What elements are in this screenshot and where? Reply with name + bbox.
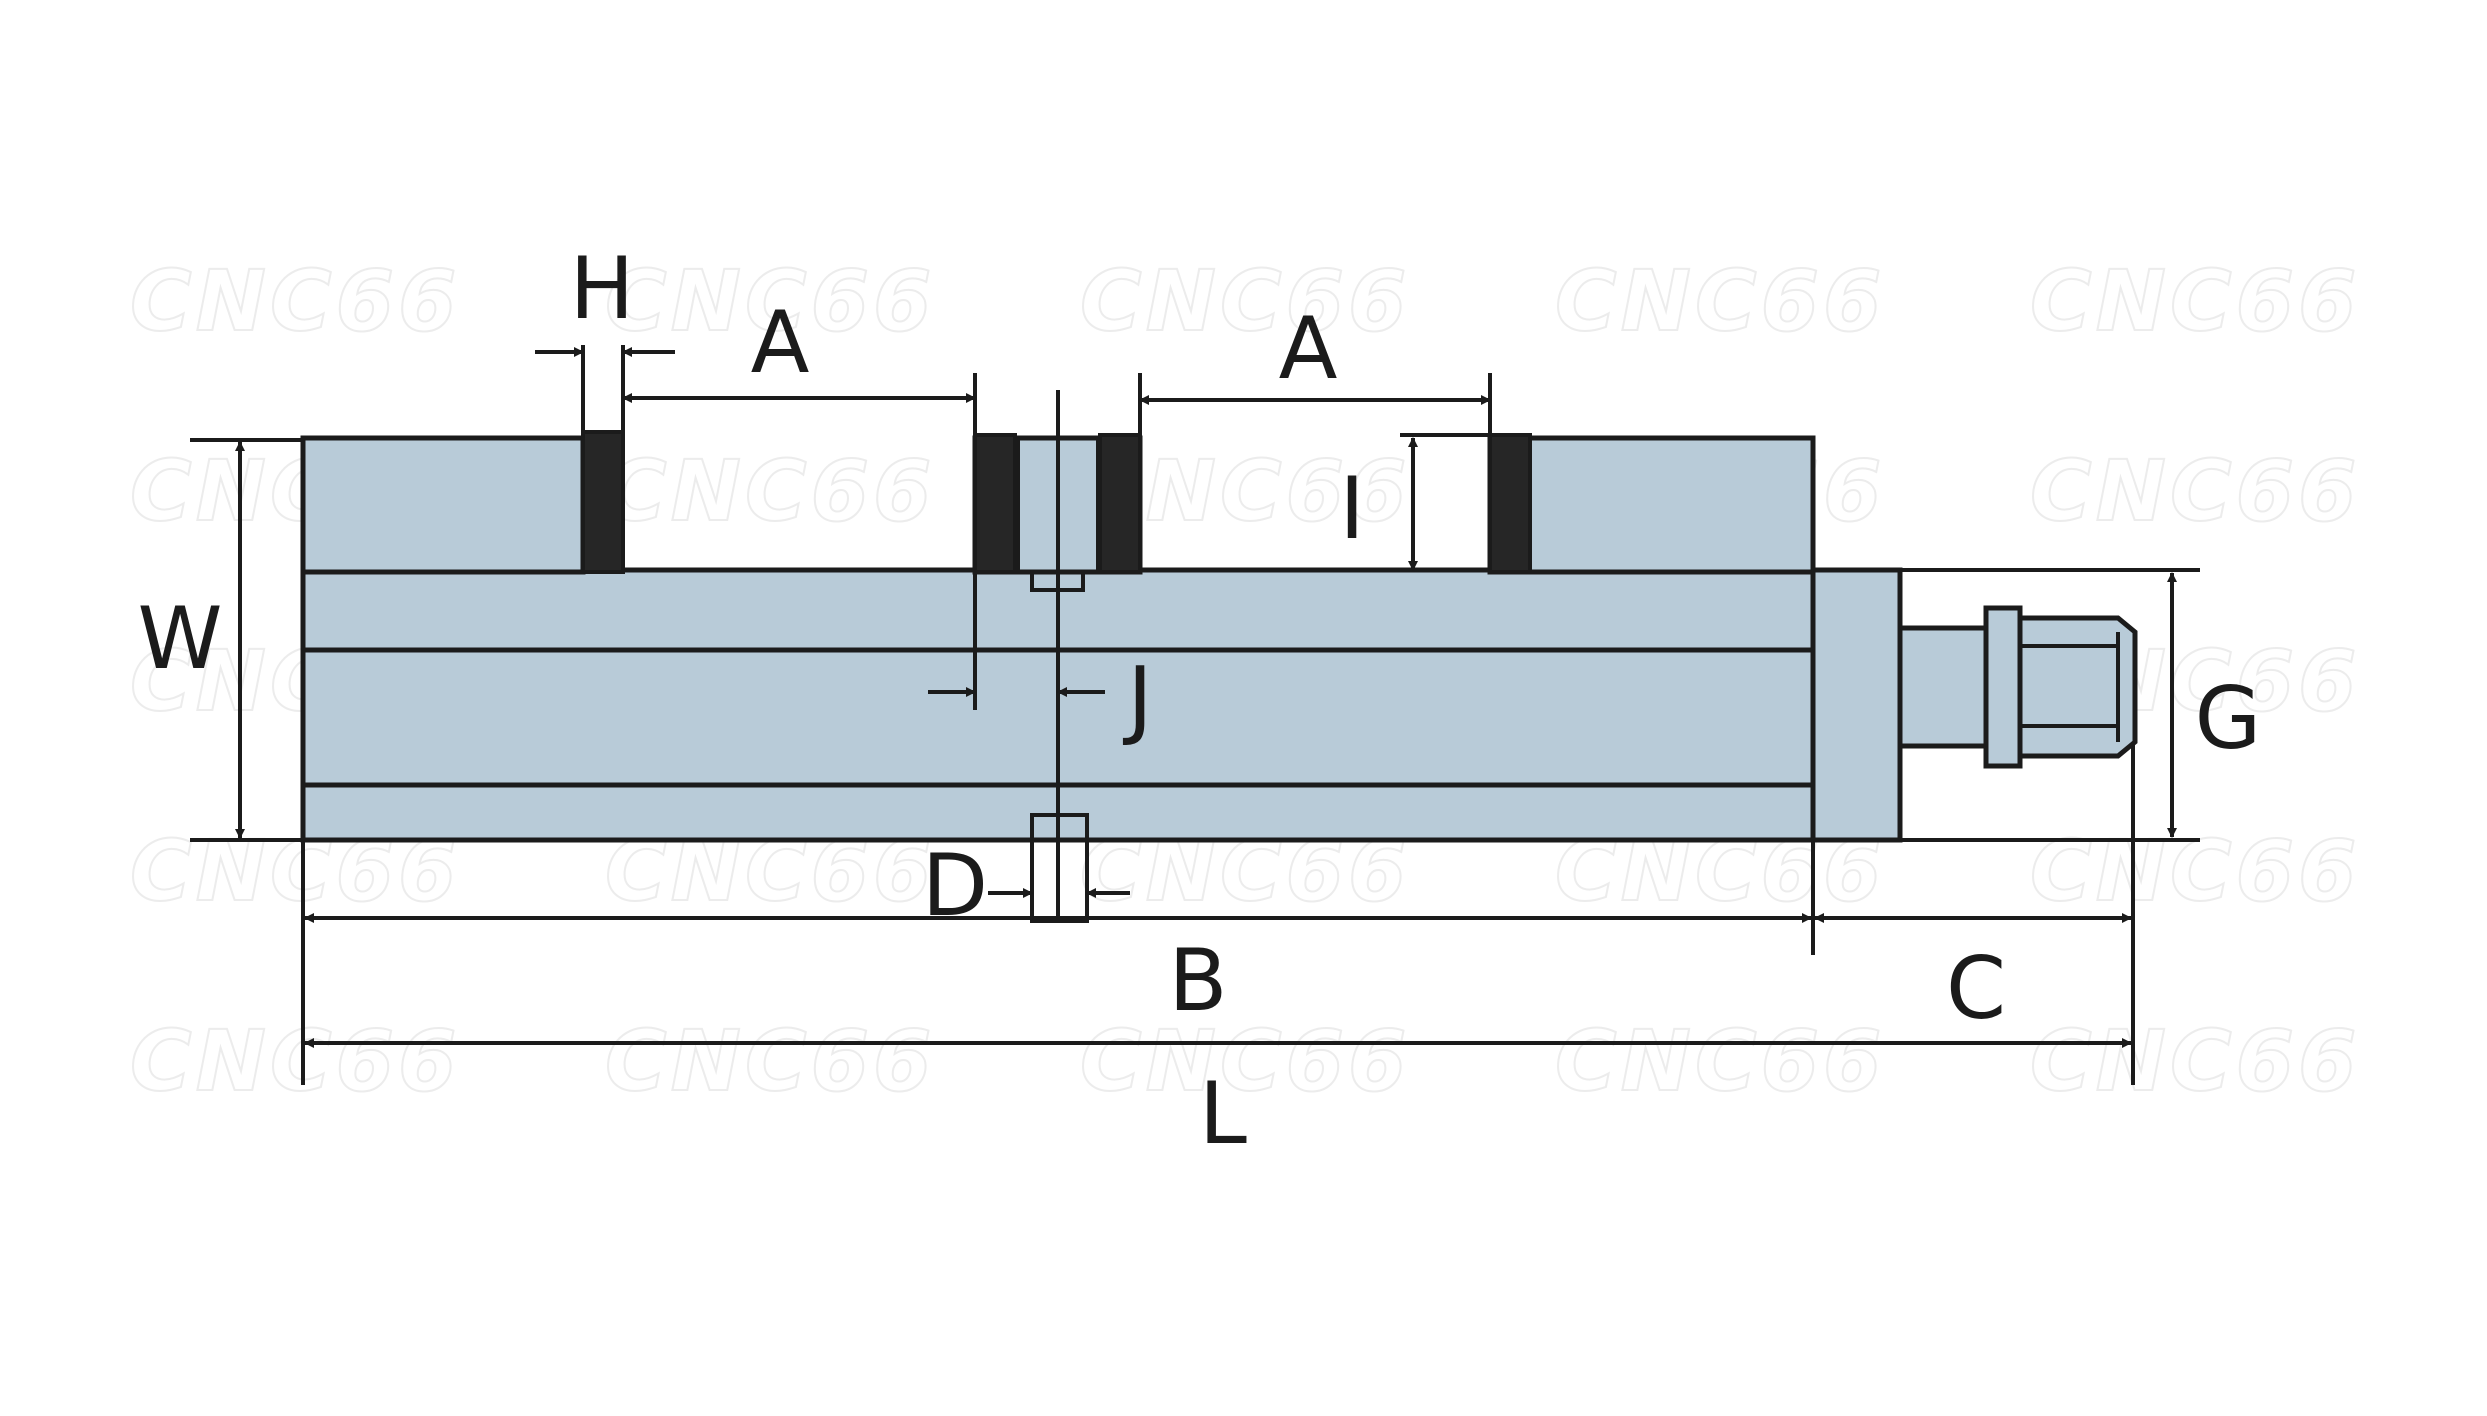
watermark-text: CNC66 [1555,252,1886,350]
spindle-housing [1810,567,1903,843]
label-w: W [137,589,222,689]
movable-jaw-block [1487,435,1816,575]
spindle-collar [1983,605,2023,769]
watermark-text: CNC66 [130,252,461,350]
watermark-text: CNC66 [1555,1012,1886,1110]
watermark-text: CNC66 [2030,252,2361,350]
label-a-right: A [1279,299,1338,399]
label-b: B [1169,931,1228,1031]
label-j: J [1122,649,1152,749]
spindle-shaft [1897,625,1991,749]
watermark-text: CNC66 [605,252,936,350]
watermark-text: CNC66 [130,1012,461,1110]
watermark-text: CNC66 [605,1012,936,1110]
watermark-text: CNC66 [605,442,936,540]
label-d: D [922,836,988,936]
label-a-left: A [751,293,810,393]
watermark-text: CNC66 [1080,1012,1411,1110]
jaw-plate-left [581,430,625,574]
watermark-text: CNC66 [1080,252,1411,350]
jaw-plate-right [1488,433,1532,574]
label-i: I [1339,459,1364,559]
label-h: H [570,239,635,339]
watermark-text: CNC66 [2030,1012,2361,1110]
jaw-plate-center-left [973,433,1017,574]
label-l: L [1199,1064,1247,1164]
jaw-plate-center-right [1098,433,1142,574]
watermark-text: CNC66 [2030,442,2361,540]
label-c: C [1946,939,2006,1039]
label-g: G [2195,669,2262,769]
fixed-jaw-block [300,435,586,575]
watermark-text: CNC66 [2030,822,2361,920]
